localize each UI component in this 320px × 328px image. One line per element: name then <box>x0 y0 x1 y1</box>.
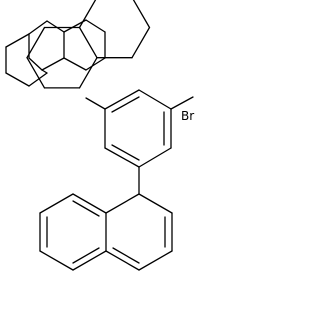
top-naph-bond <box>5 72 30 87</box>
central-ring-bond <box>138 89 172 110</box>
bottom-naph-bond <box>72 250 107 271</box>
bottom-naph-bond <box>138 193 173 214</box>
bottom-naph-bond <box>105 193 140 214</box>
bottom-naph-inner-bond <box>112 247 140 264</box>
bottom-naph-inner-bond <box>72 247 100 264</box>
top-naph-bond <box>85 57 106 71</box>
top-naph-bond <box>5 33 30 48</box>
top-naph-bond <box>28 57 43 71</box>
central-ring-inner-bond <box>111 96 140 113</box>
bottom-naph-bond <box>39 193 74 214</box>
bromine-bond <box>170 96 194 110</box>
top-naphthalene-bond <box>26 26 46 59</box>
top-naph-bond <box>41 69 48 74</box>
substituent-bonds <box>85 96 194 195</box>
top-naph-bond <box>63 19 87 33</box>
bottom-naph-bond <box>72 193 107 214</box>
top-naphthalene-bond <box>78 0 97 29</box>
bromine-label: Br <box>181 109 194 123</box>
bottom-naph-bond <box>138 250 173 271</box>
central-benzene-ring <box>104 89 172 168</box>
molecule-structure-diagram: Br <box>5 0 194 271</box>
central-ring-bond <box>138 147 172 168</box>
central-ring-bond <box>104 147 140 168</box>
top-naphthalene-bond <box>26 57 46 89</box>
molecule-structure-canvas: Br <box>5 0 195 271</box>
top-naphthalene-bond <box>78 57 98 89</box>
bottom-naphthalene <box>39 193 173 271</box>
top-naphthalene-fit <box>5 19 106 87</box>
bottom-naph-bond <box>39 250 74 271</box>
top-naphthalene-bond <box>131 26 151 59</box>
top-naph-bond <box>28 20 48 35</box>
top-aryl-link-bond <box>85 97 106 110</box>
bottom-naph-inner-bond <box>72 200 100 217</box>
top-naph-bond <box>85 19 106 33</box>
central-ring-bond <box>104 89 140 110</box>
top-naph-bond <box>63 57 87 71</box>
top-naph-bond <box>41 57 65 71</box>
central-ring-inner-bond <box>111 144 140 161</box>
top-naph-bond <box>46 20 65 33</box>
top-naphthalene-bond <box>132 0 151 29</box>
top-naph-bond <box>28 72 48 87</box>
bottom-naph-bond <box>105 250 140 271</box>
top-naphthalene-bond <box>78 26 98 59</box>
